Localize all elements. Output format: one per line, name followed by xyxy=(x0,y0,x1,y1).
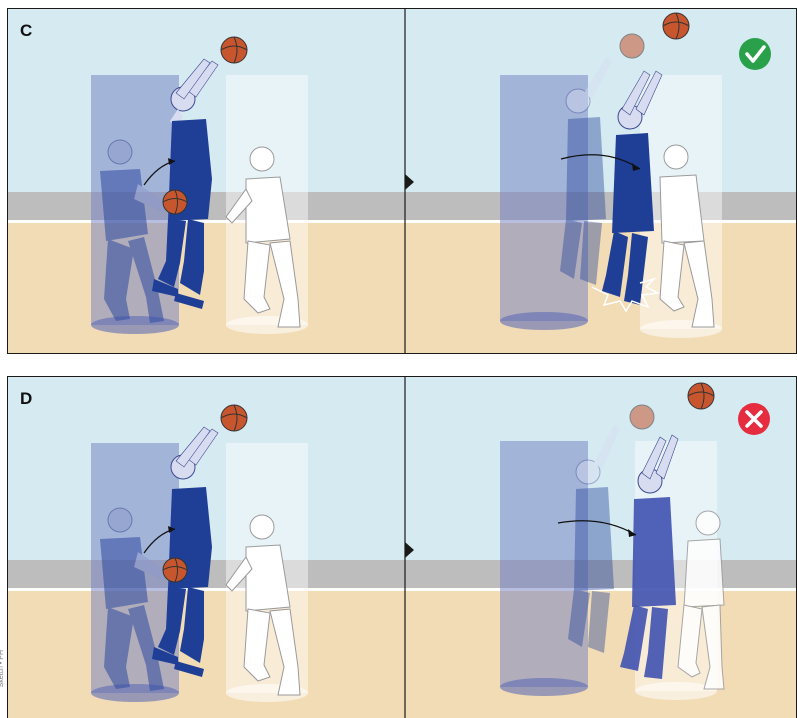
panel-c-illustration xyxy=(8,9,797,354)
panel-c: C xyxy=(7,8,797,354)
image-credit: Sketch • PH xyxy=(0,650,8,687)
panel-d-illustration xyxy=(8,377,797,718)
panel-c-label: C xyxy=(20,21,32,41)
ball-ghost xyxy=(620,34,644,58)
ball-in-air-right xyxy=(663,13,689,39)
ball-held xyxy=(163,558,187,582)
ball-in-air-right xyxy=(688,383,714,409)
ball-in-air xyxy=(221,37,247,63)
panel-d-label: D xyxy=(20,389,32,409)
ball-ghost xyxy=(630,405,654,429)
check-icon xyxy=(739,38,771,70)
cross-icon xyxy=(738,403,770,435)
ball-in-air xyxy=(221,405,247,431)
panel-d: D xyxy=(7,376,797,718)
ball-held xyxy=(163,190,187,214)
